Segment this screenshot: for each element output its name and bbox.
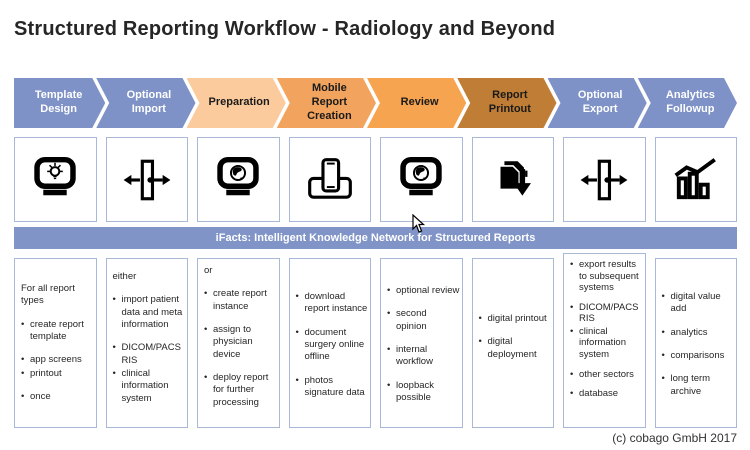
stage-chevron-template-design: Template Design <box>14 78 105 128</box>
stage-icon-box-template-design <box>14 137 97 222</box>
stage-chevron-report-printout: Report Printout <box>457 78 556 128</box>
stage-label: Mobile Report Creation <box>307 82 352 122</box>
detail-item: create report instance <box>213 288 267 312</box>
copyright-text: (c) cobago GmbH 2017 <box>612 431 737 445</box>
stage-label: Optional Export <box>577 89 623 115</box>
stage-label: Optional Import <box>126 89 172 115</box>
stage-chevron-preparation: Preparation <box>187 78 286 128</box>
stage-details-optional-import: either import patient data and meta info… <box>105 258 188 428</box>
stage-details-optional-export: export results to subsequent systems DIC… <box>563 253 646 428</box>
detail-item: assign to physician device <box>213 324 253 360</box>
detail-item: optional review <box>396 285 460 296</box>
detail-item: DICOM/PACS RIS <box>121 342 181 366</box>
detail-item: once <box>30 391 51 403</box>
import-export-icon <box>580 159 628 200</box>
detail-item: photos signature data <box>304 374 365 399</box>
details-heading: For all report types <box>21 283 75 307</box>
detail-item: analytics <box>670 326 708 338</box>
stage-icon-box-analytics-followup <box>654 137 737 222</box>
detail-item: clinical information system <box>121 368 169 404</box>
stage-chevron-mobile-report-creation: Mobile Report Creation <box>277 78 376 128</box>
stage-label: Preparation <box>208 96 270 109</box>
stage-label: Report Printout <box>488 89 531 115</box>
stage-details-analytics-followup: digital value add analytics comparisons … <box>654 258 737 428</box>
ifacts-banner: iFacts: Intelligent Knowledge Network fo… <box>14 227 737 249</box>
stage-icon-box-optional-export <box>563 137 646 222</box>
detail-item: loopback possible <box>396 379 435 404</box>
details-heading: or <box>204 265 213 276</box>
stage-icon-box-review <box>380 137 463 222</box>
stage-icon-box-optional-import <box>105 137 188 222</box>
detail-item: digital printout <box>487 313 547 324</box>
detail-item: create report template <box>30 318 84 343</box>
detail-item: deploy report for further processing <box>213 372 269 408</box>
documents-download-icon <box>498 160 531 196</box>
monitor-globe-icon <box>400 156 442 195</box>
detail-item: database <box>579 388 619 400</box>
stage-details-preparation: or create report instance assign to phys… <box>197 258 280 428</box>
stage-label: Template Design <box>34 89 83 115</box>
detail-item: other sectors <box>579 368 634 380</box>
detail-item: internal workflow <box>396 344 433 368</box>
stage-icon-box-report-printout <box>471 137 554 222</box>
stage-icon-row <box>14 137 737 222</box>
stage-details-report-printout: digital printout digital deployment <box>471 258 554 428</box>
detail-item: app screens <box>30 354 82 366</box>
stage-chevron-review: Review <box>367 78 466 128</box>
stage-label: Review <box>400 96 439 109</box>
monitor-globe-icon <box>217 156 259 195</box>
detail-item: download report instance <box>304 291 368 315</box>
detail-item: digital deployment <box>487 336 537 360</box>
workflow-stage-bar: Template Design Optional Import Preparat… <box>14 78 737 128</box>
stage-chevron-analytics-followup: Analytics Followup <box>638 78 737 128</box>
monitor-idea-icon <box>34 156 76 195</box>
stage-details-review: optional review second opinion internal … <box>380 258 463 428</box>
import-export-icon <box>123 159 171 200</box>
stage-chevron-optional-export: Optional Export <box>548 78 647 128</box>
stage-label: Analytics Followup <box>665 89 715 115</box>
detail-item: comparisons <box>670 350 725 362</box>
detail-item: printout <box>30 367 62 379</box>
stage-chevron-optional-import: Optional Import <box>96 78 195 128</box>
stage-icon-box-mobile-report-creation <box>288 137 371 222</box>
details-heading: either <box>112 271 137 282</box>
detail-item: document surgery online offline <box>304 326 365 363</box>
arrow-cursor-icon <box>412 214 426 233</box>
ifacts-banner-label: iFacts: Intelligent Knowledge Network fo… <box>215 232 536 244</box>
mobile-devices-icon <box>307 157 352 199</box>
detail-item: clinical information system <box>579 325 626 361</box>
stage-details-row: For all report types create report templ… <box>14 253 737 428</box>
detail-item: DICOM/PACS RIS <box>579 301 639 325</box>
detail-item: import patient data and meta information <box>121 294 183 331</box>
bar-chart-icon <box>674 157 716 199</box>
page-title: Structured Reporting Workflow - Radiolog… <box>14 18 556 40</box>
stage-details-template-design: For all report types create report templ… <box>14 258 97 428</box>
detail-item: second opinion <box>396 308 427 332</box>
stage-details-mobile-report-creation: download report instance document surger… <box>288 258 371 428</box>
detail-item: digital value add <box>670 291 721 315</box>
detail-item: export results to subsequent systems <box>579 259 639 294</box>
detail-item: long term archive <box>670 373 711 397</box>
stage-icon-box-preparation <box>197 137 280 222</box>
